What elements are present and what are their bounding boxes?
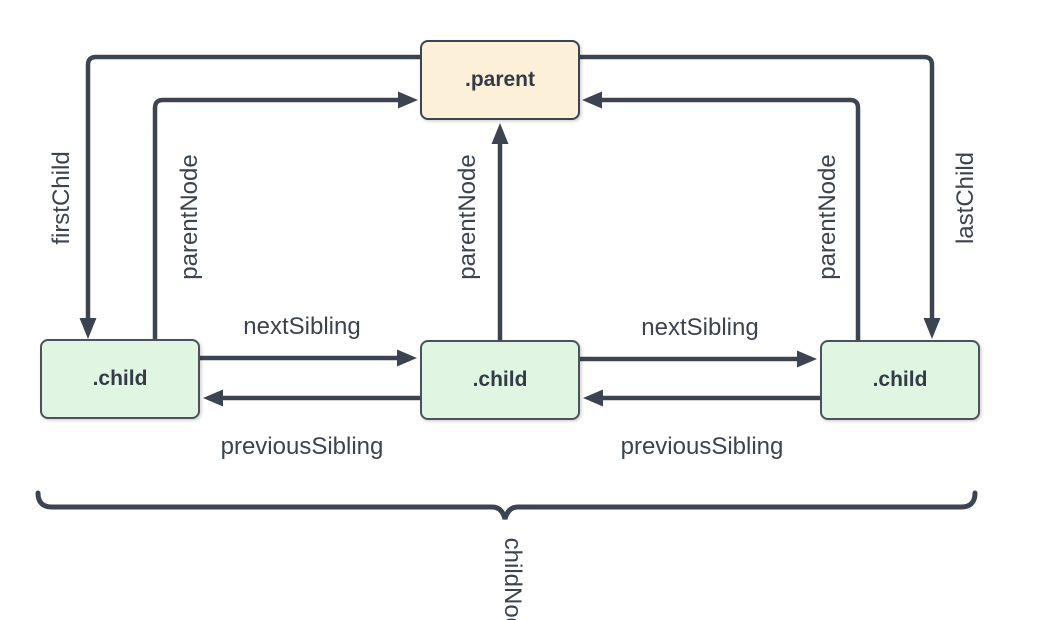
previous-sibling-2-arrowhead [583, 389, 603, 407]
first-child-arrow-line [85, 54, 420, 320]
previous-sibling-2-label: previousSibling [620, 433, 784, 460]
node-parent-label: .parent [464, 68, 535, 91]
parent-node-middle-label: parentNode [454, 154, 481, 280]
previous-sibling-1-arrowhead [203, 389, 223, 407]
previous-sibling-1-label: previousSibling [220, 433, 384, 460]
last-child-label: lastChild [952, 151, 979, 245]
next-sibling-1-label: nextSibling [243, 313, 361, 340]
node-child-2: .child [420, 340, 580, 420]
next-sibling-1-arrowhead [397, 349, 417, 367]
parent-node-right-label: parentNode [814, 154, 841, 280]
child-nodes-brace [35, 490, 978, 520]
first-child-arrowhead [79, 318, 97, 339]
first-child-label: firstChild [48, 151, 75, 245]
last-child-arrow-line [580, 54, 935, 320]
parent-node-left-label: parentNode [176, 154, 203, 280]
node-parent: .parent [420, 40, 580, 120]
next-sibling-2-label: nextSibling [641, 314, 759, 341]
node-child-1: .child [40, 339, 200, 419]
node-child-3-label: .child [872, 368, 928, 391]
parent-node-right-arrowhead [582, 91, 602, 109]
parent-node-left-arrowhead [398, 91, 418, 109]
child-nodes-label: childNodes [499, 537, 526, 620]
parent-node-left-arrow-line [152, 97, 400, 340]
parent-node-middle-arrowhead [491, 123, 509, 144]
last-child-arrowhead [923, 318, 941, 339]
node-child-3: .child [820, 340, 980, 420]
parent-node-right-arrow-line [600, 97, 861, 341]
node-child-2-label: .child [472, 368, 528, 391]
node-child-1-label: .child [92, 367, 148, 390]
next-sibling-2-arrowhead [797, 350, 817, 368]
